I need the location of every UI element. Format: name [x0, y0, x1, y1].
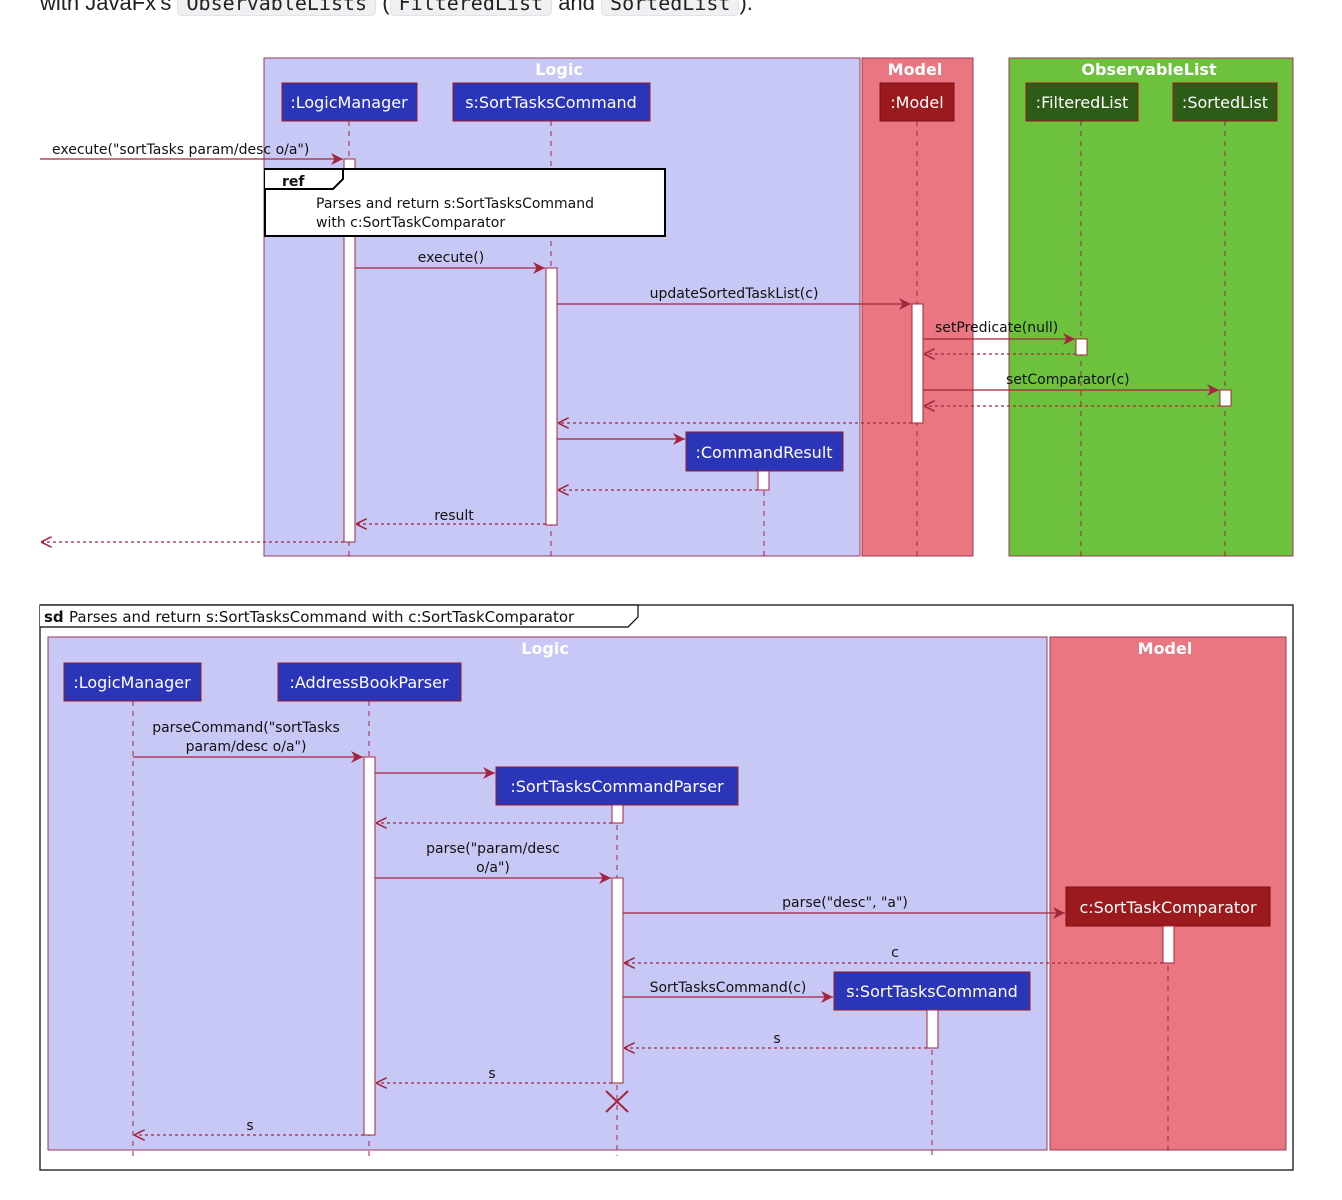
- activation-filteredlist: [1075, 338, 1088, 356]
- msg2-constructor-label: SortTasksCommand(c): [650, 980, 807, 996]
- intro-open-paren: (: [382, 0, 390, 15]
- activation-sortedlist: [1219, 389, 1232, 407]
- participant-2-sorttaskcomparator: [1065, 886, 1271, 927]
- observablelist-package: [1008, 57, 1294, 557]
- participant-model-label: :Model: [890, 93, 943, 112]
- participant-commandresult-label: :CommandResult: [695, 443, 832, 462]
- msg-set-comparator-label: setComparator(c): [1006, 372, 1130, 388]
- participant-2-addressbookparser-label: :AddressBookParser: [290, 673, 449, 692]
- participant-sorttaskscommand: [452, 82, 651, 122]
- intro-text: with JavaFx's ObservableLists (FilteredL…: [40, 0, 753, 20]
- participant-2-sorttaskscommandparser: [495, 766, 739, 806]
- participant-sortedlist: [1172, 82, 1278, 122]
- logic-package-2: [47, 636, 1048, 1151]
- msg2-parse-desc-label: parse("desc", "a"): [782, 895, 908, 911]
- activation-2-parser-create: [611, 804, 624, 824]
- logic-package-label: Logic: [535, 60, 583, 79]
- msg2-parse-command-label-1: parseCommand("sortTasks: [152, 720, 340, 736]
- intro-close: ).: [739, 0, 753, 15]
- participant-filteredlist-label: :FilteredList: [1036, 93, 1129, 112]
- participant-2-sorttaskcomparator-label: c:SortTaskComparator: [1079, 898, 1256, 917]
- sd-frame-title: Parses and return s:SortTasksCommand wit…: [69, 608, 575, 626]
- ref-tag: ref: [282, 174, 305, 190]
- activation-logicmanager: [343, 158, 356, 543]
- intro-code-observablelists: ObservableLists: [177, 0, 377, 16]
- msg-execute-input-label: execute("sortTasks param/desc o/a"): [52, 142, 309, 158]
- msg-update-sorted-label: updateSortedTaskList(c): [650, 286, 819, 302]
- participant-sorttaskscommand-label: s:SortTasksCommand: [465, 93, 637, 112]
- participant-2-logicmanager-label: :LogicManager: [73, 673, 191, 692]
- activation-model: [911, 303, 924, 424]
- activation-2-sorttaskscommand: [926, 1009, 939, 1049]
- msg2-return-c-label: c: [891, 945, 899, 961]
- sd-frame-tag: sd: [44, 608, 64, 626]
- msg-set-predicate-label: setPredicate(null): [935, 320, 1058, 336]
- messages-2: [133, 751, 1163, 1135]
- activation-2-addressbookparser: [363, 756, 376, 1136]
- activation-2-sorttaskcomparator: [1162, 925, 1175, 964]
- diagram-2: sd Parses and return s:SortTasksCommand …: [39, 604, 1294, 1171]
- intro-code-filteredlist: FilteredList: [389, 0, 553, 16]
- participant-commandresult: [685, 431, 844, 472]
- participant-sortedlist-label: :SortedList: [1182, 93, 1268, 112]
- activations-1: [343, 158, 1232, 543]
- msg-result-label: result: [434, 508, 474, 524]
- logic-package-2-label: Logic: [521, 639, 569, 658]
- participant-logicmanager-label: :LogicManager: [290, 93, 408, 112]
- msg2-return-s1-label: s: [773, 1031, 780, 1047]
- msg-execute-label: execute(): [418, 250, 484, 266]
- participant-filteredlist: [1025, 82, 1139, 122]
- intro-and: and: [558, 0, 595, 15]
- intro-prefix: with JavaFx's: [40, 0, 172, 15]
- ref-line-1: Parses and return s:SortTasksCommand: [316, 196, 594, 212]
- activations-2: [363, 756, 1175, 1136]
- messages-1: [40, 153, 1220, 542]
- activation-commandresult: [757, 470, 770, 491]
- msg2-parse-label-2: o/a"): [476, 860, 510, 876]
- ref-frame-tab: [265, 168, 344, 190]
- model-package-2-label: Model: [1138, 639, 1193, 658]
- msg2-return-s3-label: s: [246, 1118, 253, 1134]
- activation-2-parser: [611, 877, 624, 1084]
- msg2-parse-command-label-2: param/desc o/a"): [186, 739, 307, 755]
- observablelist-package-label: ObservableList: [1081, 60, 1217, 79]
- participant-2-logicmanager: [63, 662, 202, 702]
- msg2-parse-label-1: parse("param/desc: [426, 841, 560, 857]
- intro-code-sortedlist: SortedList: [601, 0, 740, 16]
- participant-2-sorttaskscommandparser-label: :SortTasksCommandParser: [510, 777, 724, 796]
- model-package-label: Model: [888, 60, 943, 79]
- sd-frame-tab: [40, 604, 639, 628]
- activation-sorttaskscommand: [545, 267, 558, 526]
- destroy-marker: [605, 1090, 629, 1113]
- participant-model: [879, 82, 955, 122]
- diagram-1: Logic Model ObservableList :LogicManager…: [40, 57, 1294, 560]
- participant-2-sorttaskscommand: [833, 971, 1031, 1011]
- participant-logicmanager: [281, 82, 418, 122]
- participant-2-addressbookparser: [277, 662, 462, 702]
- ref-line-2: with c:SortTaskComparator: [316, 215, 505, 231]
- msg2-return-s2-label: s: [488, 1066, 495, 1082]
- participant-2-sorttaskscommand-label: s:SortTasksCommand: [846, 982, 1018, 1001]
